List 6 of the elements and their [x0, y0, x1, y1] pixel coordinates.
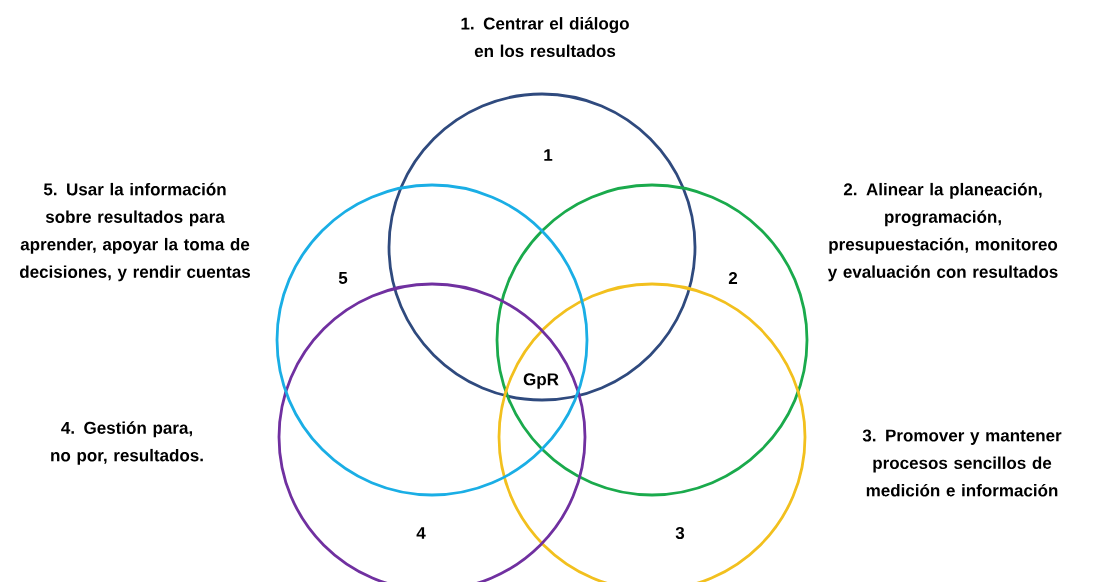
label-text: 4. Gestión para, no por, resultados.: [51, 421, 203, 465]
label-text: 5. Usar la información sobre resultados para aprender, apoyar la toma de decisiones, y rendir cuentas: [19, 182, 250, 282]
label-text: 3. Promover y mantener procesos sencillos de medición e información: [862, 429, 1062, 497]
label-text: 1. Centrar el diálogo en los resultados: [461, 16, 629, 58]
label-text: 2. Alinear la planeación, programación, presupuestación, monitoreo y evaluación con resultados: [827, 182, 1058, 282]
label-text: GpR: [523, 373, 559, 389]
